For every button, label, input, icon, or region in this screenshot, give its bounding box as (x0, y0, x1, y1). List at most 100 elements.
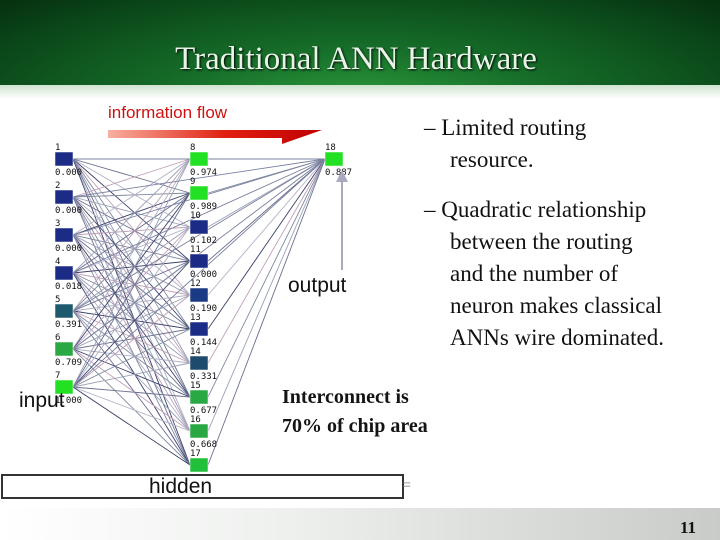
output-neuron (324, 151, 344, 167)
hidden-neuron (189, 355, 209, 371)
interconnect-line: Interconnect is (282, 386, 409, 408)
hidden-neuron-value: 0.102 (190, 236, 217, 246)
footer-bar (0, 508, 720, 540)
input-neuron-id: 5 (55, 295, 60, 305)
input-neuron (54, 227, 74, 243)
edge-input-hidden (72, 234, 191, 296)
edge-input-hidden (72, 310, 191, 466)
edge-input-hidden (72, 272, 191, 364)
edge-input-hidden (72, 226, 191, 388)
page-number: 11 (680, 518, 697, 537)
edge-hidden-output (207, 158, 326, 398)
edge-input-hidden (72, 226, 191, 274)
edge-input-hidden (72, 234, 191, 262)
edge-hidden-output (207, 158, 326, 466)
input-neuron-id: 7 (55, 371, 60, 381)
input-neuron-value: 0.018 (55, 282, 82, 292)
hidden-neuron-value: 0.677 (190, 406, 217, 416)
edge-input-hidden (72, 234, 191, 398)
edge-input-hidden (72, 196, 191, 364)
edge-input-hidden (72, 272, 191, 398)
edge-input-hidden (72, 234, 191, 364)
hidden-neuron-id: 9 (190, 177, 195, 187)
interconnect-note: Interconnect is 70% of chip area (282, 383, 428, 441)
edge-hidden-output (207, 158, 326, 262)
hidden-neuron-id: 13 (190, 313, 201, 323)
edge-input-hidden (72, 348, 191, 364)
output-pointer-arrow (336, 170, 348, 270)
hidden-neuron-id: 8 (190, 143, 195, 153)
hidden-neuron-id: 12 (190, 279, 201, 289)
hidden-neuron-id: 11 (190, 245, 201, 255)
input-neuron-id: 1 (55, 143, 60, 153)
edge-input-hidden (72, 294, 191, 388)
edge-input-hidden (72, 272, 191, 330)
edge-input-hidden (72, 196, 191, 228)
edge-input-hidden (72, 310, 191, 432)
box-tick-mark: = (402, 477, 412, 494)
edge-input-hidden (72, 328, 191, 388)
edge-input-hidden (72, 158, 191, 236)
hidden-neuron-id: 14 (190, 347, 201, 357)
banner-shadow (0, 85, 720, 99)
edge-input-hidden (72, 196, 191, 296)
edge-input-output (72, 158, 326, 388)
edge-input-hidden (72, 328, 191, 350)
edge-input-hidden (72, 260, 191, 312)
bullet-line: – Quadratic relationship (424, 197, 647, 222)
edge-input-hidden (72, 386, 191, 398)
edge-input-hidden (72, 158, 191, 330)
edge-input-hidden (72, 158, 191, 194)
input-neuron-value: 1.000 (55, 396, 82, 406)
edge-input-hidden (72, 234, 191, 330)
interconnect-line: 70% of chip area (282, 415, 428, 437)
edge-input-hidden (72, 386, 191, 432)
input-neuron (54, 341, 74, 357)
slide-title: Traditional ANN Hardware (175, 41, 537, 77)
edge-input-hidden (72, 192, 191, 388)
edge-input-hidden (72, 310, 191, 364)
hidden-neuron-value: 0.989 (190, 202, 217, 212)
edge-hidden-output (207, 158, 326, 296)
output-neuron-value: 0.887 (325, 168, 352, 178)
edge-input-hidden (72, 158, 191, 228)
input-neuron (54, 265, 74, 281)
input-neuron (54, 151, 74, 167)
hidden-neuron-id: 17 (190, 449, 201, 459)
edge-input-hidden (72, 234, 191, 432)
hidden-neuron (189, 185, 209, 201)
input-neuron-id: 4 (55, 257, 60, 267)
edge-input-hidden (72, 192, 191, 236)
edge-input-hidden (72, 226, 191, 312)
hidden-neuron-value: 0.190 (190, 304, 217, 314)
bullet-line: ANNs wire dominated. (450, 325, 664, 350)
edge-input-hidden (72, 192, 191, 350)
edge-input-hidden (72, 310, 191, 330)
hidden-neuron-id: 10 (190, 211, 201, 221)
edge-input-output (72, 158, 326, 312)
input-neuron-id: 6 (55, 333, 60, 343)
bullet-line: – Limited routing (424, 115, 587, 140)
edge-input-hidden (72, 196, 191, 432)
input-neuron-value: 0.000 (55, 206, 82, 216)
edge-input-hidden (72, 348, 191, 432)
edge-input-hidden (72, 386, 191, 466)
neuron-nodes: 10.00020.00030.00040.01850.39160.70971.0… (54, 143, 352, 475)
edge-input-hidden (72, 158, 191, 350)
bullet-quadratic-relationship: – Quadratic relationship between the rou… (424, 194, 720, 354)
hidden-layer-label: hidden (149, 475, 213, 498)
input-neuron (54, 189, 74, 205)
neural-network-diagram: 10.00020.00030.00040.01850.39160.70971.0… (54, 130, 352, 475)
edge-hidden-output (207, 158, 326, 364)
edge-input-output (72, 158, 326, 274)
edge-input-hidden (72, 260, 191, 274)
bullet-line: between the routing (450, 229, 633, 254)
hidden-neuron (189, 457, 209, 473)
bullet-line: resource. (450, 147, 534, 172)
edge-input-hidden (72, 226, 191, 236)
hidden-neuron-id: 16 (190, 415, 201, 425)
input-neuron-value: 0.000 (55, 168, 82, 178)
edge-input-hidden (72, 192, 191, 274)
hidden-neuron (189, 321, 209, 337)
input-neuron-value: 0.709 (55, 358, 82, 368)
